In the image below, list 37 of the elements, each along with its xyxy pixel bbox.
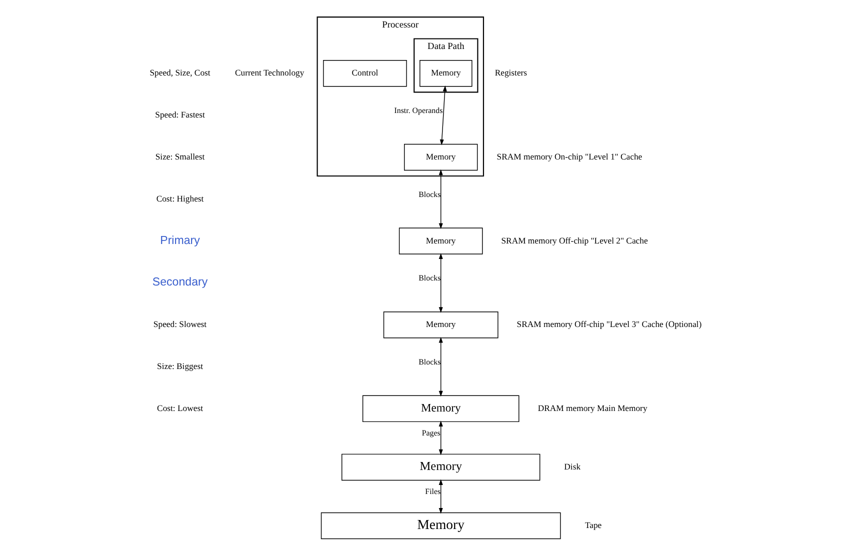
node-box: Memory — [320, 512, 560, 540]
node-box: Memory — [398, 228, 482, 254]
arrow — [438, 253, 442, 313]
node-label: Disk — [564, 461, 580, 472]
edge-label: Blocks — [418, 190, 440, 199]
label: Speed, Size, Cost — [149, 68, 210, 78]
arrow — [438, 169, 442, 230]
label: Current Technology — [234, 68, 304, 78]
node-label: DRAM memory Main Memory — [537, 402, 647, 413]
node-box: Memory — [419, 60, 472, 87]
label: Size: Smallest — [154, 151, 204, 162]
arrow — [439, 86, 446, 146]
node-box: Control — [322, 60, 406, 87]
label: Secondary — [152, 276, 208, 289]
label: Speed: Fastest — [154, 110, 204, 120]
node-box: Memory — [382, 311, 498, 338]
edge-label: Blocks — [418, 357, 440, 366]
label: Speed: Slowest — [152, 319, 206, 330]
node-label: SRAM memory On-chip "Level 1" Cache — [496, 151, 642, 162]
node-label: Registers — [494, 68, 527, 78]
arrow — [438, 420, 442, 456]
edge-label: Pages — [421, 428, 440, 438]
arrow — [438, 479, 442, 514]
node-label: SRAM memory Off-chip "Level 3" Cache (Optional) — [516, 319, 702, 330]
node-label: SRAM memory Off-chip "Level 2" Cache — [500, 235, 648, 246]
node-box: Memory — [404, 144, 478, 171]
node-box: Memory — [362, 395, 519, 422]
node-box: Memory — [341, 454, 540, 481]
label: Cost: Lowest — [156, 402, 202, 413]
label: Cost: Highest — [156, 193, 204, 204]
label: Size: Biggest — [156, 361, 202, 371]
edge-label: Blocks — [418, 274, 440, 283]
label: Primary — [160, 234, 200, 247]
edge-label: Files — [424, 486, 440, 496]
node-label: Tape — [584, 520, 602, 530]
edge-label: Instr. Operands — [394, 106, 442, 115]
arrow — [438, 336, 442, 397]
